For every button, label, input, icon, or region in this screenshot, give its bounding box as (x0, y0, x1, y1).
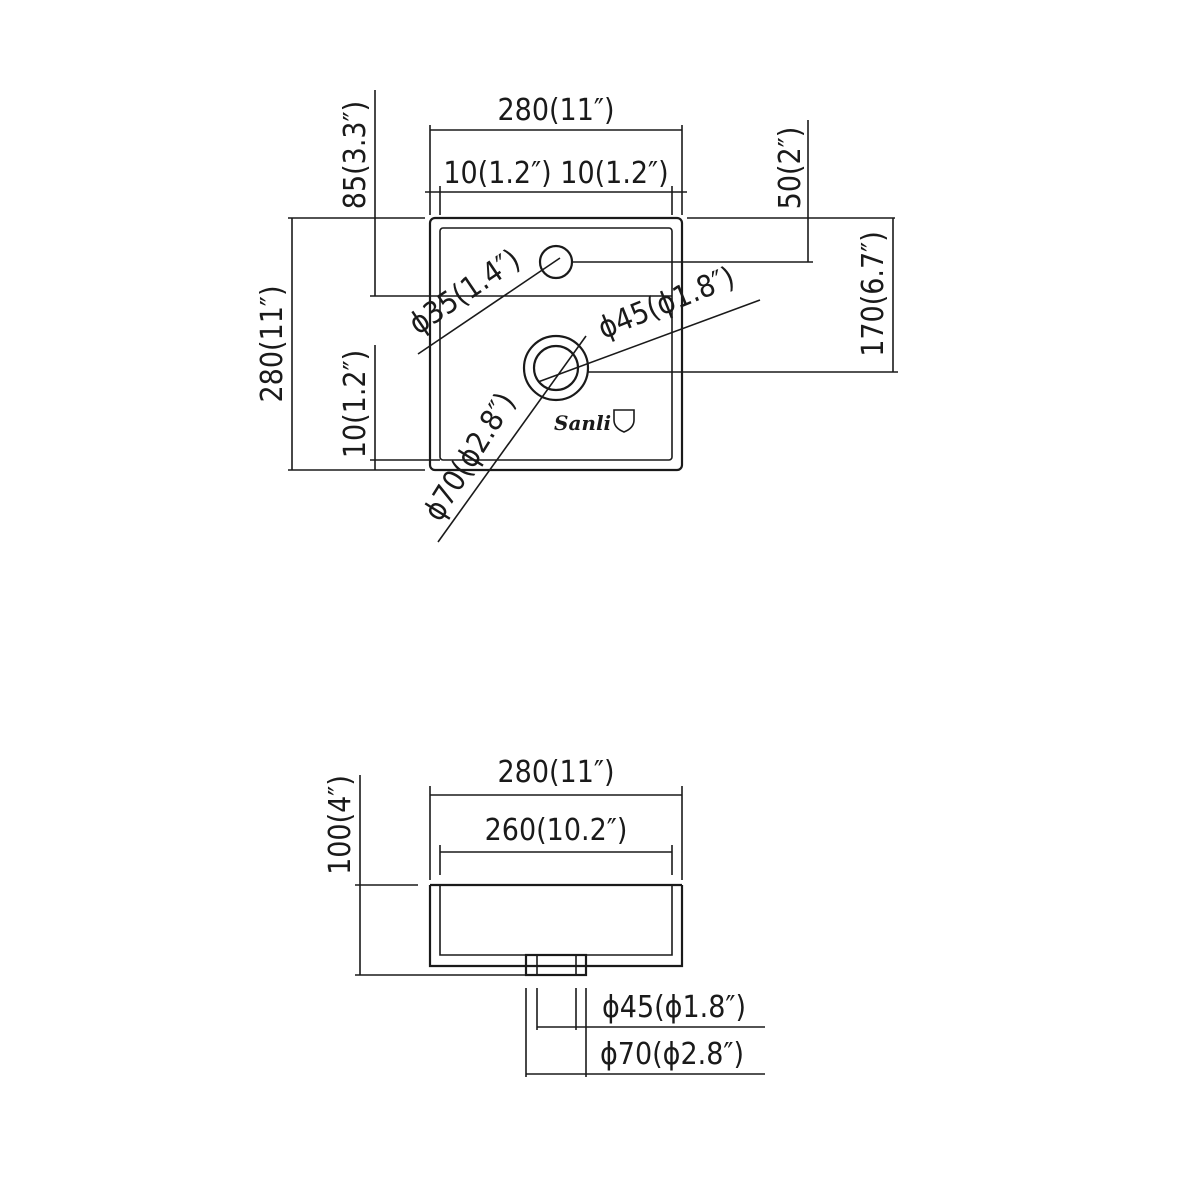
label-left-height: 280(11″) (255, 286, 290, 403)
label-drain-offset: 170(6.7″) (856, 231, 891, 357)
leader-tap-hole (417, 257, 561, 355)
shield-icon (613, 409, 635, 433)
side-basin-outer (428, 885, 684, 968)
label-top-width: 280(11″) (498, 93, 615, 128)
label-side-height: 100(4″) (323, 775, 358, 875)
leader-drain-inner (537, 299, 761, 383)
brand-logo: Sanli (554, 409, 635, 435)
label-side-drain-outer: ϕ70(ϕ2.8″) (600, 1037, 744, 1072)
side-basin-inner (439, 885, 673, 956)
brand-logo-text: Sanli (554, 411, 611, 435)
side-drain-outlet (524, 953, 588, 977)
top-view: Sanli 280(11″) 10(1.2″) 10(1.2″) 280(11″… (255, 90, 898, 543)
label-side-drain-inner: ϕ45(ϕ1.8″) (602, 990, 746, 1025)
label-side-width: 280(11″) (498, 755, 615, 790)
label-drain-inner-dia: ϕ45(ϕ1.8″) (593, 260, 740, 346)
label-wall-thickness: 10(1.2″) 10(1.2″) (443, 156, 668, 191)
basin-inner-outline (439, 227, 673, 461)
basin-outer-outline (428, 216, 684, 472)
drain-outer-ring (522, 334, 590, 402)
drain-inner-ring (532, 344, 580, 392)
label-drain-outer-dia: ϕ70(ϕ2.8″) (417, 387, 523, 528)
leader-drain-outer (437, 335, 587, 543)
tap-hole (538, 244, 574, 280)
label-tap-offset: 85(3.3″) (338, 101, 373, 209)
label-bottom-wall: 10(1.2″) (338, 350, 373, 458)
label-side-inner-width: 260(10.2″) (485, 813, 628, 848)
side-view: 280(11″) 260(10.2″) 100(4″) ϕ45(ϕ1.8″) ϕ… (323, 755, 765, 1077)
label-tap-side: 50(2″) (773, 127, 808, 210)
